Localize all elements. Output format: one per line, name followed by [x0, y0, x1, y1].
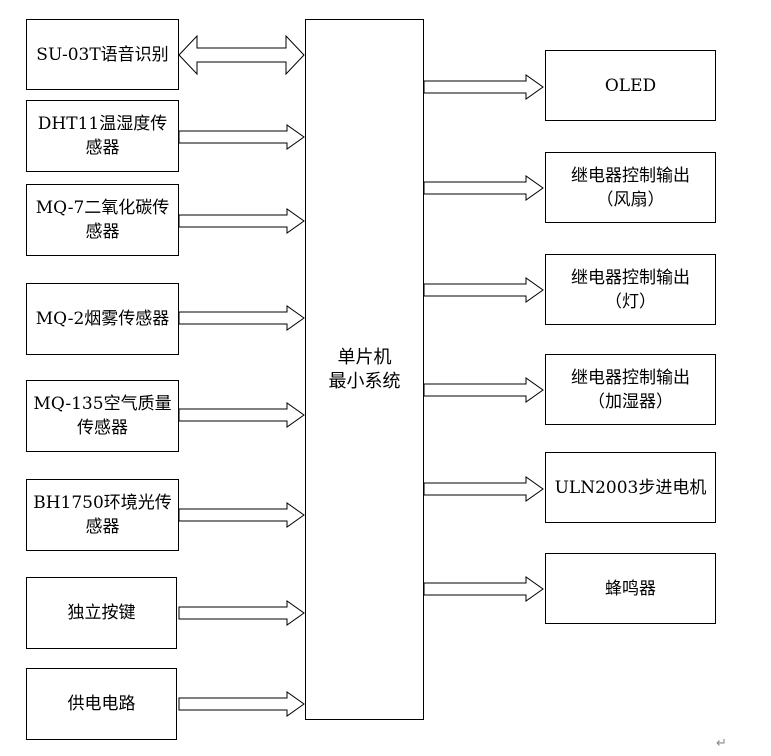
arrow-mcu-to-buzzer — [423, 576, 544, 602]
mq135-air-quality-sensor-box: MQ-135空气质量 传感器 — [26, 380, 179, 452]
block-label: ULN2003步进电机 — [554, 477, 707, 498]
arrow-mq135-to-mcu — [178, 402, 305, 428]
block-label: （风扇） — [596, 189, 665, 210]
mq7-sensor-box: MQ-7二氧化碳传 感器 — [26, 184, 179, 256]
block-label: BH1750环境光传 — [33, 493, 172, 513]
block-label: SU-03T语音识别 — [36, 44, 169, 65]
arrow-bh1750-to-mcu — [178, 502, 305, 528]
independent-key-box: 独立按键 — [26, 577, 177, 649]
block-label: 继电器控制输出 — [571, 267, 690, 288]
relay-fan-box: 继电器控制输出 （风扇） — [545, 152, 716, 223]
block-label: 供电电路 — [67, 694, 136, 714]
relay-lamp-box: 继电器控制输出 （灯） — [545, 254, 716, 325]
arrow-power-to-mcu — [178, 691, 305, 717]
mcu-minimum-system-box: 单片机 最小系统 — [305, 19, 424, 720]
paragraph-mark: ↵ — [716, 736, 727, 751]
arrow-mcu-to-oled — [423, 74, 544, 100]
block-label: 感器 — [85, 222, 120, 242]
block-label: （灯） — [605, 291, 656, 312]
block-label: MQ-7二氧化碳传 — [35, 198, 170, 218]
power-supply-box: 供电电路 — [26, 668, 177, 740]
block-label: 感器 — [85, 138, 120, 158]
arrow-mcu-to-lamp — [423, 277, 544, 303]
arrow-mq2-to-mcu — [178, 305, 305, 331]
arrow-mcu-to-humidifier — [423, 377, 544, 403]
block-label: 独立按键 — [67, 603, 136, 623]
mcu-label-line2: 最小系统 — [328, 370, 401, 392]
arrow-mcu-to-fan — [423, 175, 544, 201]
dht11-sensor-box: DHT11温湿度传 感器 — [26, 100, 179, 172]
arrow-key-to-mcu — [178, 600, 305, 626]
block-label: MQ-2烟雾传感器 — [35, 309, 170, 329]
block-label: 蜂鸣器 — [605, 578, 656, 599]
bh1750-light-sensor-box: BH1750环境光传 感器 — [26, 479, 179, 551]
block-label: 感器 — [85, 517, 120, 537]
arrow-mq7-to-mcu — [178, 208, 305, 234]
buzzer-box: 蜂鸣器 — [545, 553, 716, 624]
block-label: 继电器控制输出 — [571, 165, 690, 186]
arrow-mcu-to-motor — [423, 476, 544, 502]
su03t-voice-recognition-box: SU-03T语音识别 — [26, 19, 179, 90]
mq2-smoke-sensor-box: MQ-2烟雾传感器 — [26, 283, 179, 355]
uln2003-stepper-motor-box: ULN2003步进电机 — [545, 452, 716, 523]
arrow-su03t-bidirectional — [178, 34, 305, 76]
block-label: 传感器 — [77, 418, 128, 438]
mcu-label-line1: 单片机 — [337, 346, 392, 368]
arrow-dht11-to-mcu — [178, 124, 305, 150]
block-label: MQ-135空气质量 — [33, 394, 172, 414]
oled-box: OLED — [545, 50, 716, 121]
relay-humidifier-box: 继电器控制输出 （加湿器） — [545, 354, 716, 425]
block-label: 继电器控制输出 — [571, 367, 690, 388]
block-label: DHT11温湿度传 — [37, 114, 168, 134]
block-label: （加湿器） — [588, 391, 673, 412]
block-label: OLED — [604, 75, 657, 96]
